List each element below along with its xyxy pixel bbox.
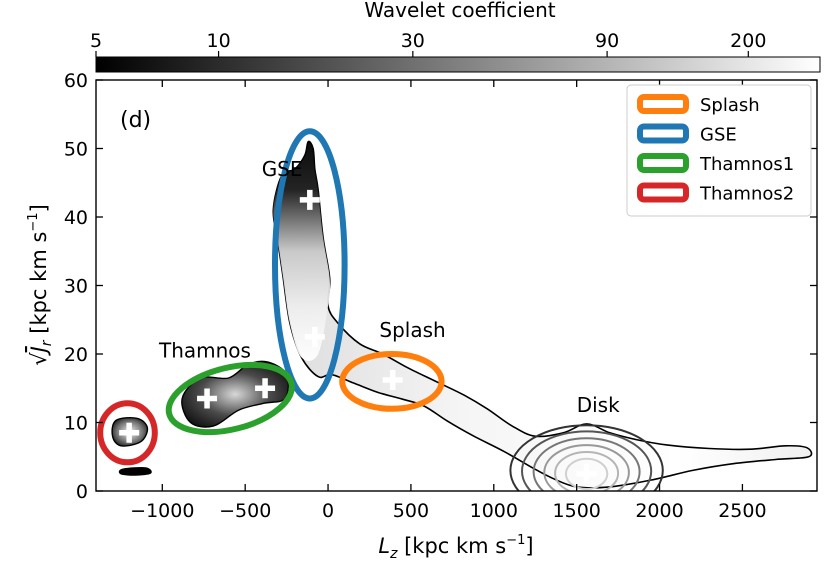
annotation-thamnos: Thamnos [158, 338, 251, 362]
annotation-gse: GSE [262, 157, 303, 181]
y-tick-label: 20 [64, 344, 88, 366]
x-tick-label: 2500 [718, 500, 766, 522]
annotation-disk: Disk [577, 393, 620, 417]
density-region-main [272, 140, 813, 489]
colorbar [95, 56, 821, 73]
disk-contour [532, 437, 641, 491]
colorbar-label: Wavelet coefficient [364, 0, 555, 22]
density-region-blob [118, 466, 152, 476]
legend-swatch-thamnos2 [637, 182, 689, 203]
legend-swatch-thamnos1 [637, 153, 689, 173]
y-tick-label: 30 [64, 276, 88, 298]
legend-swatch-gse [637, 123, 689, 144]
colorbar-tick-label: 10 [207, 30, 231, 52]
disk-contour [564, 457, 609, 490]
legend-swatch-splash [637, 94, 689, 114]
peak-marker [255, 378, 276, 399]
peak-marker [119, 422, 140, 443]
x-tick-label: 500 [393, 500, 429, 522]
y-axis-ticks: 0 10 20 30 40 50 60 [64, 70, 817, 503]
legend-label-thamnos1: Thamnos1 [699, 154, 794, 175]
peak-marker [382, 370, 403, 391]
peak-marker [576, 463, 597, 484]
colorbar-tick-label: 5 [90, 30, 102, 52]
y-tick-label: 60 [64, 70, 88, 92]
disk-contour [554, 451, 620, 491]
colorbar-ticks: 5 10 30 90 200 [90, 30, 766, 57]
x-tick-label: −1000 [130, 500, 194, 522]
colorbar-tick-label: 90 [595, 30, 619, 52]
colorbar-tick-label: 30 [401, 30, 425, 52]
peak-marker [299, 189, 320, 210]
x-axis-label: Lz [kpc km s−1] [378, 533, 533, 562]
peak-marker [304, 326, 325, 347]
panel-label: (d) [120, 108, 151, 133]
disk-contour [509, 424, 664, 491]
selection-ellipse-thamnos2 [97, 400, 158, 466]
y-tick-label: 40 [64, 207, 88, 229]
y-tick-label: 10 [64, 413, 88, 435]
y-axis-label: √Jr [kpc km s−1] [26, 204, 55, 366]
peak-marker [197, 388, 218, 409]
x-tick-label: 0 [322, 500, 334, 522]
y-tick-label: 50 [64, 139, 88, 161]
x-tick-label: 2000 [635, 500, 683, 522]
x-tick-label: 1500 [553, 500, 601, 522]
x-tick-label: 1000 [470, 500, 518, 522]
density-region-thamnos [181, 360, 290, 428]
legend-label-gse: GSE [700, 125, 737, 146]
disk-contour [543, 444, 630, 491]
legend-label-splash: Splash [700, 95, 760, 116]
disk-contour [521, 430, 653, 491]
annotation-splash: Splash [379, 318, 445, 342]
selection-ellipse-splash [339, 351, 445, 412]
selection-ellipse-gse [272, 128, 348, 402]
x-tick-label: −500 [219, 500, 271, 522]
legend-label-thamnos2: Thamnos2 [699, 184, 794, 205]
colorbar-tick-label: 200 [730, 30, 766, 52]
y-tick-label: 0 [76, 481, 88, 503]
x-axis-ticks: −1000 −500 0 500 1000 1500 2000 2500 [130, 80, 767, 522]
density-region-gse [273, 141, 331, 361]
selection-ellipse-thamnos1 [165, 361, 295, 436]
